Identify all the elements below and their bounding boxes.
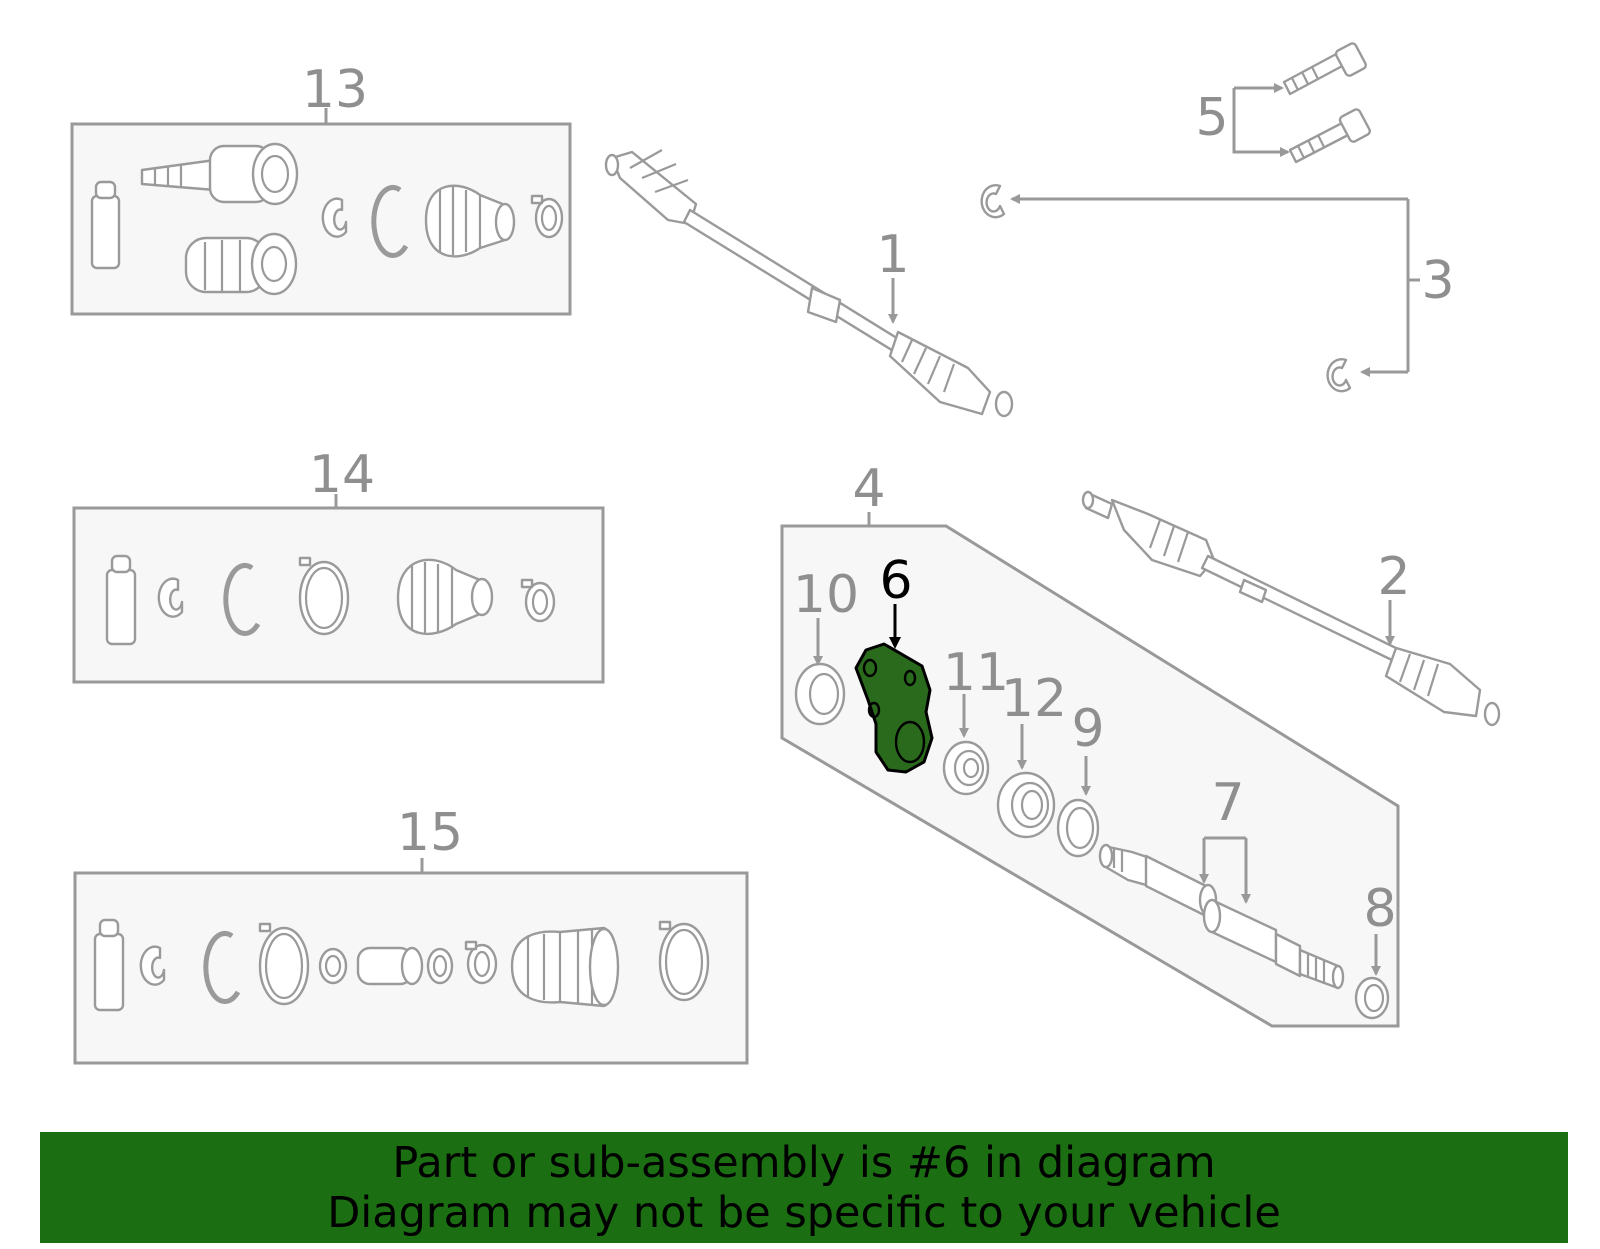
circlip-14 (223, 563, 261, 636)
clamp-15a (318, 947, 348, 985)
snap-ring-14 (157, 577, 184, 618)
callout-2: 2 (1377, 547, 1410, 607)
callout-5: 5 (1195, 88, 1228, 148)
ring-8[interactable]: 8 (1354, 879, 1397, 1020)
clips-3[interactable]: 3 (980, 184, 1455, 393)
circlip-15 (203, 931, 241, 1004)
kit-box-15[interactable]: 15 (73, 803, 749, 1065)
callout-15: 15 (397, 803, 463, 863)
clamp-15c (464, 940, 498, 985)
callout-12: 12 (1001, 669, 1067, 729)
grease-tube-13 (90, 180, 121, 270)
callout-7: 7 (1211, 773, 1244, 833)
callout-3: 3 (1421, 251, 1454, 311)
seal-ring-15 (258, 922, 310, 1006)
damper-15 (356, 946, 424, 986)
info-banner: Part or sub-assembly is #6 in diagram Di… (40, 1132, 1568, 1243)
bolts-5[interactable]: 5 (1195, 42, 1371, 164)
clamp-14 (520, 578, 556, 623)
callout-10: 10 (793, 565, 859, 625)
callout-14: 14 (309, 445, 375, 505)
boot-14 (396, 558, 494, 636)
snap-ring-13 (321, 197, 348, 238)
banner-line-2: Diagram may not be specific to your vehi… (327, 1188, 1281, 1238)
callout-11: 11 (943, 643, 1009, 703)
callout-9: 9 (1071, 699, 1104, 759)
seal-12[interactable]: 12 (996, 669, 1067, 839)
grease-tube-14 (105, 554, 137, 646)
callout-13: 13 (302, 60, 368, 120)
half-shaft-2[interactable]: 2 (1081, 490, 1501, 727)
callout-4: 4 (852, 459, 885, 519)
callout-6: 6 (879, 551, 912, 611)
clamp-15b (426, 947, 454, 985)
outer-cv-joint-13 (140, 142, 299, 206)
half-shaft-1[interactable]: 1 (604, 149, 1014, 418)
kit-box-13[interactable]: 13 (70, 60, 572, 316)
ring-9[interactable]: 9 (1056, 699, 1105, 858)
snap-ring-15 (139, 945, 166, 986)
callout-8: 8 (1363, 879, 1396, 939)
seal-ring-15b (658, 920, 710, 1002)
circlip-13 (371, 185, 409, 258)
inner-cv-joint-13 (184, 232, 298, 296)
support-bracket-6[interactable]: 6 (854, 551, 934, 774)
banner-line-1: Part or sub-assembly is #6 in diagram (392, 1138, 1216, 1188)
seal-ring-14 (298, 556, 350, 636)
grease-tube-15 (93, 918, 125, 1012)
kit-box-14[interactable]: 14 (72, 445, 605, 684)
seal-10[interactable]: 10 (793, 565, 859, 726)
bearing-11[interactable]: 11 (942, 643, 1009, 796)
boot-13 (424, 184, 516, 258)
clamp-13 (530, 194, 564, 239)
boot-15 (510, 926, 620, 1008)
callout-1: 1 (876, 225, 909, 285)
intermediate-shaft-7[interactable]: 7 (1098, 773, 1345, 990)
